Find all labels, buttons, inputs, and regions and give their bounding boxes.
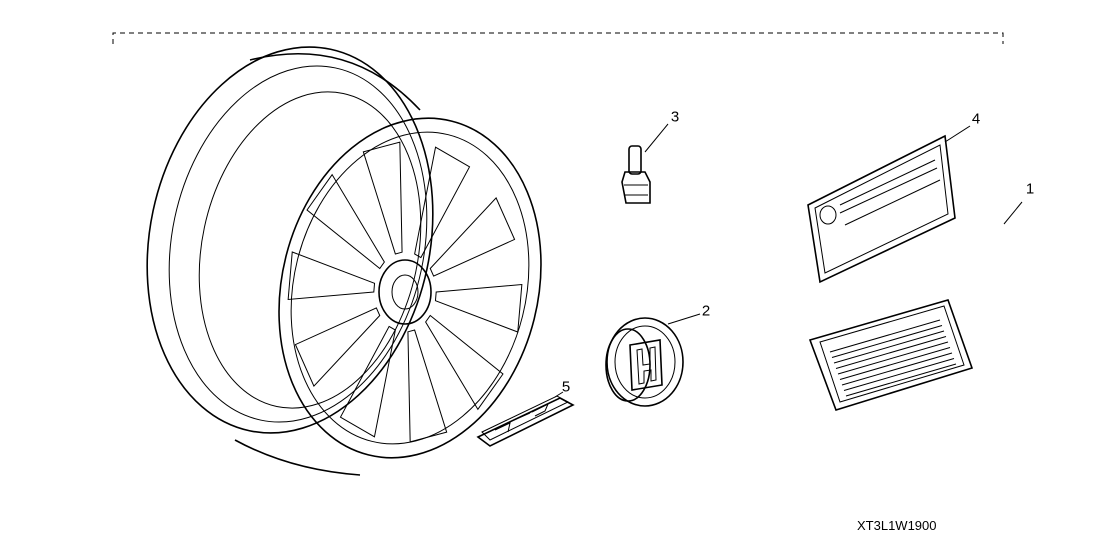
wheel-spoke-opening <box>362 141 403 255</box>
callout-1-leader <box>1003 201 1023 225</box>
callout-number-2: 2 <box>701 302 711 320</box>
wheel-spoke-opening <box>425 314 504 411</box>
illustration-code: XT3L1W1900 <box>857 518 937 533</box>
sheet-text-line <box>835 336 947 369</box>
wheel-spoke-opening <box>306 173 385 270</box>
emblem <box>476 391 575 447</box>
wheel-rim <box>146 46 542 476</box>
instruction-label <box>807 125 971 284</box>
wheel-spoke-opening <box>287 251 376 301</box>
wheel-spoke-opening <box>414 146 471 259</box>
valve-stem <box>621 123 669 204</box>
wheel-spoke-opening <box>429 196 516 277</box>
sheet-text-line <box>841 352 953 386</box>
callout-number-5: 5 <box>561 378 571 396</box>
callout-number-1: 1 <box>1025 180 1035 198</box>
wheel-spoke-opening <box>434 283 523 333</box>
sheet-text-line <box>839 347 951 380</box>
instruction-sheet <box>808 299 974 411</box>
wheel-spoke-opening <box>407 329 448 443</box>
center-cap <box>605 313 701 407</box>
sheet-text-line <box>833 330 945 364</box>
sheet-text-line <box>837 341 949 375</box>
callout-number-3: 3 <box>670 108 680 126</box>
dashed-frame <box>112 32 1004 44</box>
sheet-text-line <box>843 358 955 391</box>
wheel-spoke-opening <box>294 307 381 388</box>
callout-number-4: 4 <box>971 110 981 128</box>
sheet-text-line <box>845 363 957 397</box>
sheet-text-line <box>831 325 943 358</box>
sheet-text-line <box>829 319 941 353</box>
wheel-spoke-opening <box>339 325 396 438</box>
